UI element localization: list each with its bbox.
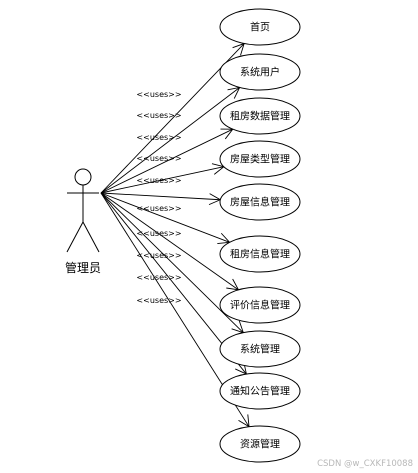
use-case-label: 系统管理: [240, 343, 280, 356]
use-cases: 首页系统用户租房数据管理房屋类型管理房屋信息管理租房信息管理评价信息管理系统管理…: [219, 8, 301, 463]
actor-left-leg: [66, 221, 84, 253]
use-case-ellipse: [219, 97, 301, 135]
use-case-label: 评价信息管理: [230, 299, 290, 312]
use-case-ellipse: [219, 286, 301, 324]
association-line-rental-info-management: [100, 192, 230, 243]
use-case-ellipse: [219, 330, 301, 368]
association-line-system-user: [100, 87, 240, 194]
stereotype-label-review-info-management: <<uses>>: [136, 229, 181, 238]
association-line-house-type-management: [100, 166, 224, 194]
use-case-label: 租房数据管理: [230, 110, 290, 123]
actor-right-leg: [82, 221, 100, 253]
actor-figure: [66, 168, 100, 253]
use-case-rental-info-management: 租房信息管理: [219, 235, 301, 273]
associations: <<uses>> <<uses>> <<uses>> <<uses>> <<uses>>…: [100, 42, 250, 428]
use-case-review-info-management: 评价信息管理: [219, 286, 301, 324]
use-case-ellipse: [219, 235, 301, 273]
stereotype-label-system-user: <<uses>>: [136, 111, 181, 120]
use-case-system-management: 系统管理: [219, 330, 301, 368]
use-case-ellipse: [219, 8, 301, 46]
stereotype-label-notice-management: <<uses>>: [136, 273, 181, 282]
use-case-home: 首页: [219, 8, 301, 46]
association-line-rental-data-management: [100, 128, 233, 194]
watermark: CSDN @w_CXKF10088: [317, 459, 413, 469]
stereotype-label-system-management: <<uses>>: [136, 251, 181, 260]
stereotype-label-house-info-management: <<uses>>: [136, 176, 181, 185]
use-case-label: 资源管理: [240, 438, 280, 451]
use-case-label: 租房信息管理: [230, 248, 290, 261]
use-case-label: 通知公告管理: [230, 385, 290, 398]
use-case-notice-management: 通知公告管理: [219, 372, 301, 410]
use-case-house-type-management: 房屋类型管理: [219, 140, 301, 178]
use-case-house-info-management: 房屋信息管理: [219, 183, 301, 221]
stereotype-label-resource-management: <<uses>>: [136, 296, 181, 305]
use-case-rental-data-management: 租房数据管理: [219, 97, 301, 135]
stereotype-label-rental-data-management: <<uses>>: [136, 133, 181, 142]
use-case-ellipse: [219, 425, 301, 463]
actor-head: [74, 168, 92, 186]
use-case-ellipse: [219, 183, 301, 221]
use-case-ellipse: [219, 53, 301, 91]
stereotype-label-house-type-management: <<uses>>: [136, 154, 181, 163]
use-case-system-user: 系统用户: [219, 53, 301, 91]
association-line-review-info-management: [100, 192, 239, 291]
stereotype-label-home: <<uses>>: [136, 90, 181, 99]
use-case-label: 房屋信息管理: [230, 196, 290, 209]
use-case-label: 首页: [250, 21, 270, 34]
use-case-ellipse: [219, 372, 301, 410]
use-case-label: 系统用户: [240, 66, 280, 79]
actor-label: 管理员: [65, 260, 101, 275]
association-line-system-management: [100, 192, 244, 333]
association-line-house-info-management: [100, 192, 221, 201]
stereotype-label-rental-info-management: <<uses>>: [136, 204, 181, 213]
use-case-ellipse: [219, 140, 301, 178]
use-case-resource-management: 资源管理: [219, 425, 301, 463]
use-case-label: 房屋类型管理: [230, 153, 290, 166]
